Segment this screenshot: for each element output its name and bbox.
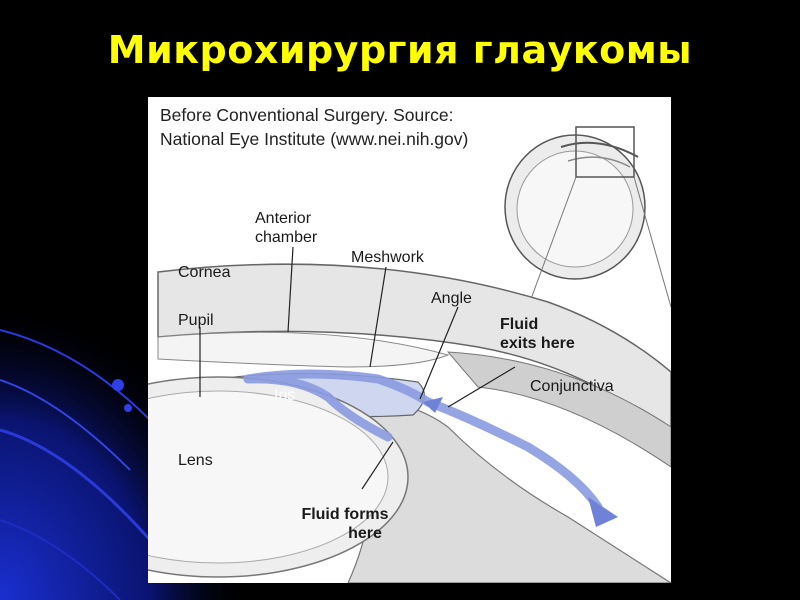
eye-diagram: Before Conventional Surgery. Source: Nat… [148,97,671,583]
figure-caption: Before Conventional Surgery. Source: Nat… [160,103,468,151]
label-fluid-exits: Fluid exits here [500,316,575,352]
slide-title: Микрохирургия глаукомы [107,28,693,72]
label-angle: Angle [431,290,472,307]
label-anterior-chamber: Anterior chamber [255,210,318,246]
label-conjunctiva: Conjunctiva [530,378,614,395]
label-fluid-forms: Fluid forms here [301,506,389,542]
label-cornea: Cornea [178,264,231,281]
fluid-arrowhead-icon [588,497,618,527]
fluid-arrowhead-icon [423,397,443,413]
caption-line-1: Before Conventional Surgery. Source: [160,105,454,125]
label-lens: Lens [178,452,213,469]
label-iris: Iris [274,387,296,404]
label-leader-lines [199,246,516,490]
label-meshwork: Meshwork [351,249,424,266]
eye-anatomy-drawing [148,126,671,583]
caption-line-2: National Eye Institute (www.nei.nih.gov) [160,129,469,149]
label-pupil: Pupil [178,312,214,329]
eyeball-inset [504,126,671,308]
fluid-flow-path [243,369,603,512]
